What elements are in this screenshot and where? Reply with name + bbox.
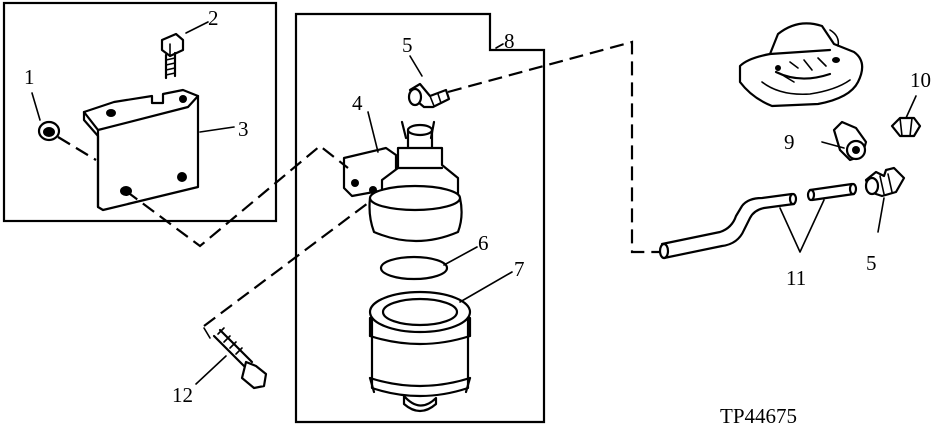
leader-11 xyxy=(779,199,825,253)
inset-frame-notched xyxy=(294,12,546,424)
transfer-pump xyxy=(738,22,864,108)
callout-9: 9 xyxy=(784,130,795,154)
leader-3 xyxy=(199,126,235,133)
callout-5-right: 5 xyxy=(866,251,877,275)
callout-1: 1 xyxy=(24,65,35,89)
cap-screw-2 xyxy=(160,32,185,80)
callout-11: 11 xyxy=(786,266,806,290)
callout-2: 2 xyxy=(208,6,219,30)
leader-1 xyxy=(31,92,41,121)
elbow-fitting-5-right xyxy=(864,166,906,233)
filter-base-4 xyxy=(342,120,463,243)
inset-frame xyxy=(2,1,278,223)
callout-7: 7 xyxy=(514,257,525,281)
leader-2 xyxy=(185,21,209,34)
leader-6 xyxy=(443,246,478,266)
callouts: 1 2 3 4 5 5 6 7 8 9 10 11 12 xyxy=(24,6,931,407)
fuel-line-path xyxy=(447,40,662,254)
elbow-fitting-5-top xyxy=(407,82,451,109)
bracket-inset xyxy=(2,1,278,223)
assembly-line-bracket xyxy=(125,144,349,248)
callout-3: 3 xyxy=(238,117,249,141)
leader-8 xyxy=(495,43,504,49)
plug-10 xyxy=(890,95,922,138)
cap-screw-12 xyxy=(195,199,373,390)
callout-4: 4 xyxy=(352,91,363,115)
filter-element-7 xyxy=(368,290,472,413)
callout-8: 8 xyxy=(504,29,515,53)
callout-5-top: 5 xyxy=(402,33,413,57)
callout-6: 6 xyxy=(478,231,489,255)
assembly-line-screw xyxy=(203,199,373,327)
filter-inset xyxy=(294,12,662,424)
leader-12 xyxy=(195,355,227,385)
fitting-9 xyxy=(821,120,868,162)
figure-id: TP44675 xyxy=(720,404,797,428)
fuel-lines-11 xyxy=(658,182,858,260)
leader-5-top xyxy=(409,55,423,77)
right-components xyxy=(658,22,922,260)
bracket-3 xyxy=(82,88,200,212)
leader-4 xyxy=(367,111,379,153)
leader-9 xyxy=(821,141,845,149)
callout-10: 10 xyxy=(910,68,931,92)
assembly-line-nut xyxy=(57,136,97,161)
nut-1 xyxy=(37,120,61,142)
leader-10 xyxy=(905,95,917,119)
o-ring-6 xyxy=(379,255,449,281)
callout-12: 12 xyxy=(172,383,193,407)
leader-5-right xyxy=(877,197,885,233)
leader-7 xyxy=(459,271,513,303)
